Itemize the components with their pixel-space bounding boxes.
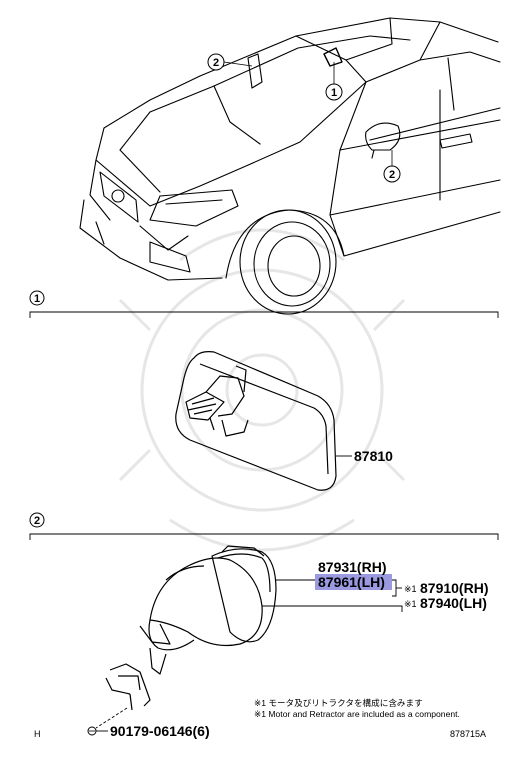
- leader-lines: [95, 579, 403, 729]
- part-label-screw: 90179-06146(6): [110, 723, 210, 739]
- outer-side-mirror: [105, 545, 277, 711]
- callout-2-top: 2: [207, 53, 253, 71]
- svg-text:2: 2: [34, 515, 40, 527]
- footer-left-mark: H: [34, 729, 41, 739]
- svg-text:87810: 87810: [354, 448, 393, 464]
- callout-1-car: 1: [325, 62, 343, 101]
- section-2-header: 2: [29, 512, 499, 540]
- part-label-87961-lh: 87961(LH): [318, 574, 385, 590]
- note-mark-2: ※1: [404, 599, 417, 609]
- screw-icon: [87, 726, 108, 736]
- part-label-87810: 87810: [336, 448, 393, 464]
- watermark-logo: [118, 228, 406, 552]
- note-english: ※1 Motor and Retractor are included as a…: [254, 709, 460, 719]
- car-illustration: [79, 17, 501, 315]
- part-label-87931-rh: 87931(RH): [318, 559, 386, 575]
- svg-text:1: 1: [34, 293, 40, 305]
- note-mark-1: ※1: [404, 584, 417, 594]
- section-1-header: 1: [29, 290, 499, 318]
- svg-text:2: 2: [213, 57, 219, 69]
- highlight-87961: [315, 574, 392, 590]
- diagram-code: 878715A: [450, 729, 486, 739]
- note-japanese: ※1 モータ及びリトラクタを構成に含みます: [254, 697, 423, 708]
- inner-rear-view-mirror: [175, 351, 337, 491]
- part-label-87940-lh: 87940(LH): [420, 595, 487, 611]
- svg-text:2: 2: [389, 169, 395, 181]
- callout-2-car: 2: [383, 150, 401, 183]
- part-label-87910-rh: 87910(RH): [420, 580, 488, 596]
- svg-text:1: 1: [331, 87, 337, 99]
